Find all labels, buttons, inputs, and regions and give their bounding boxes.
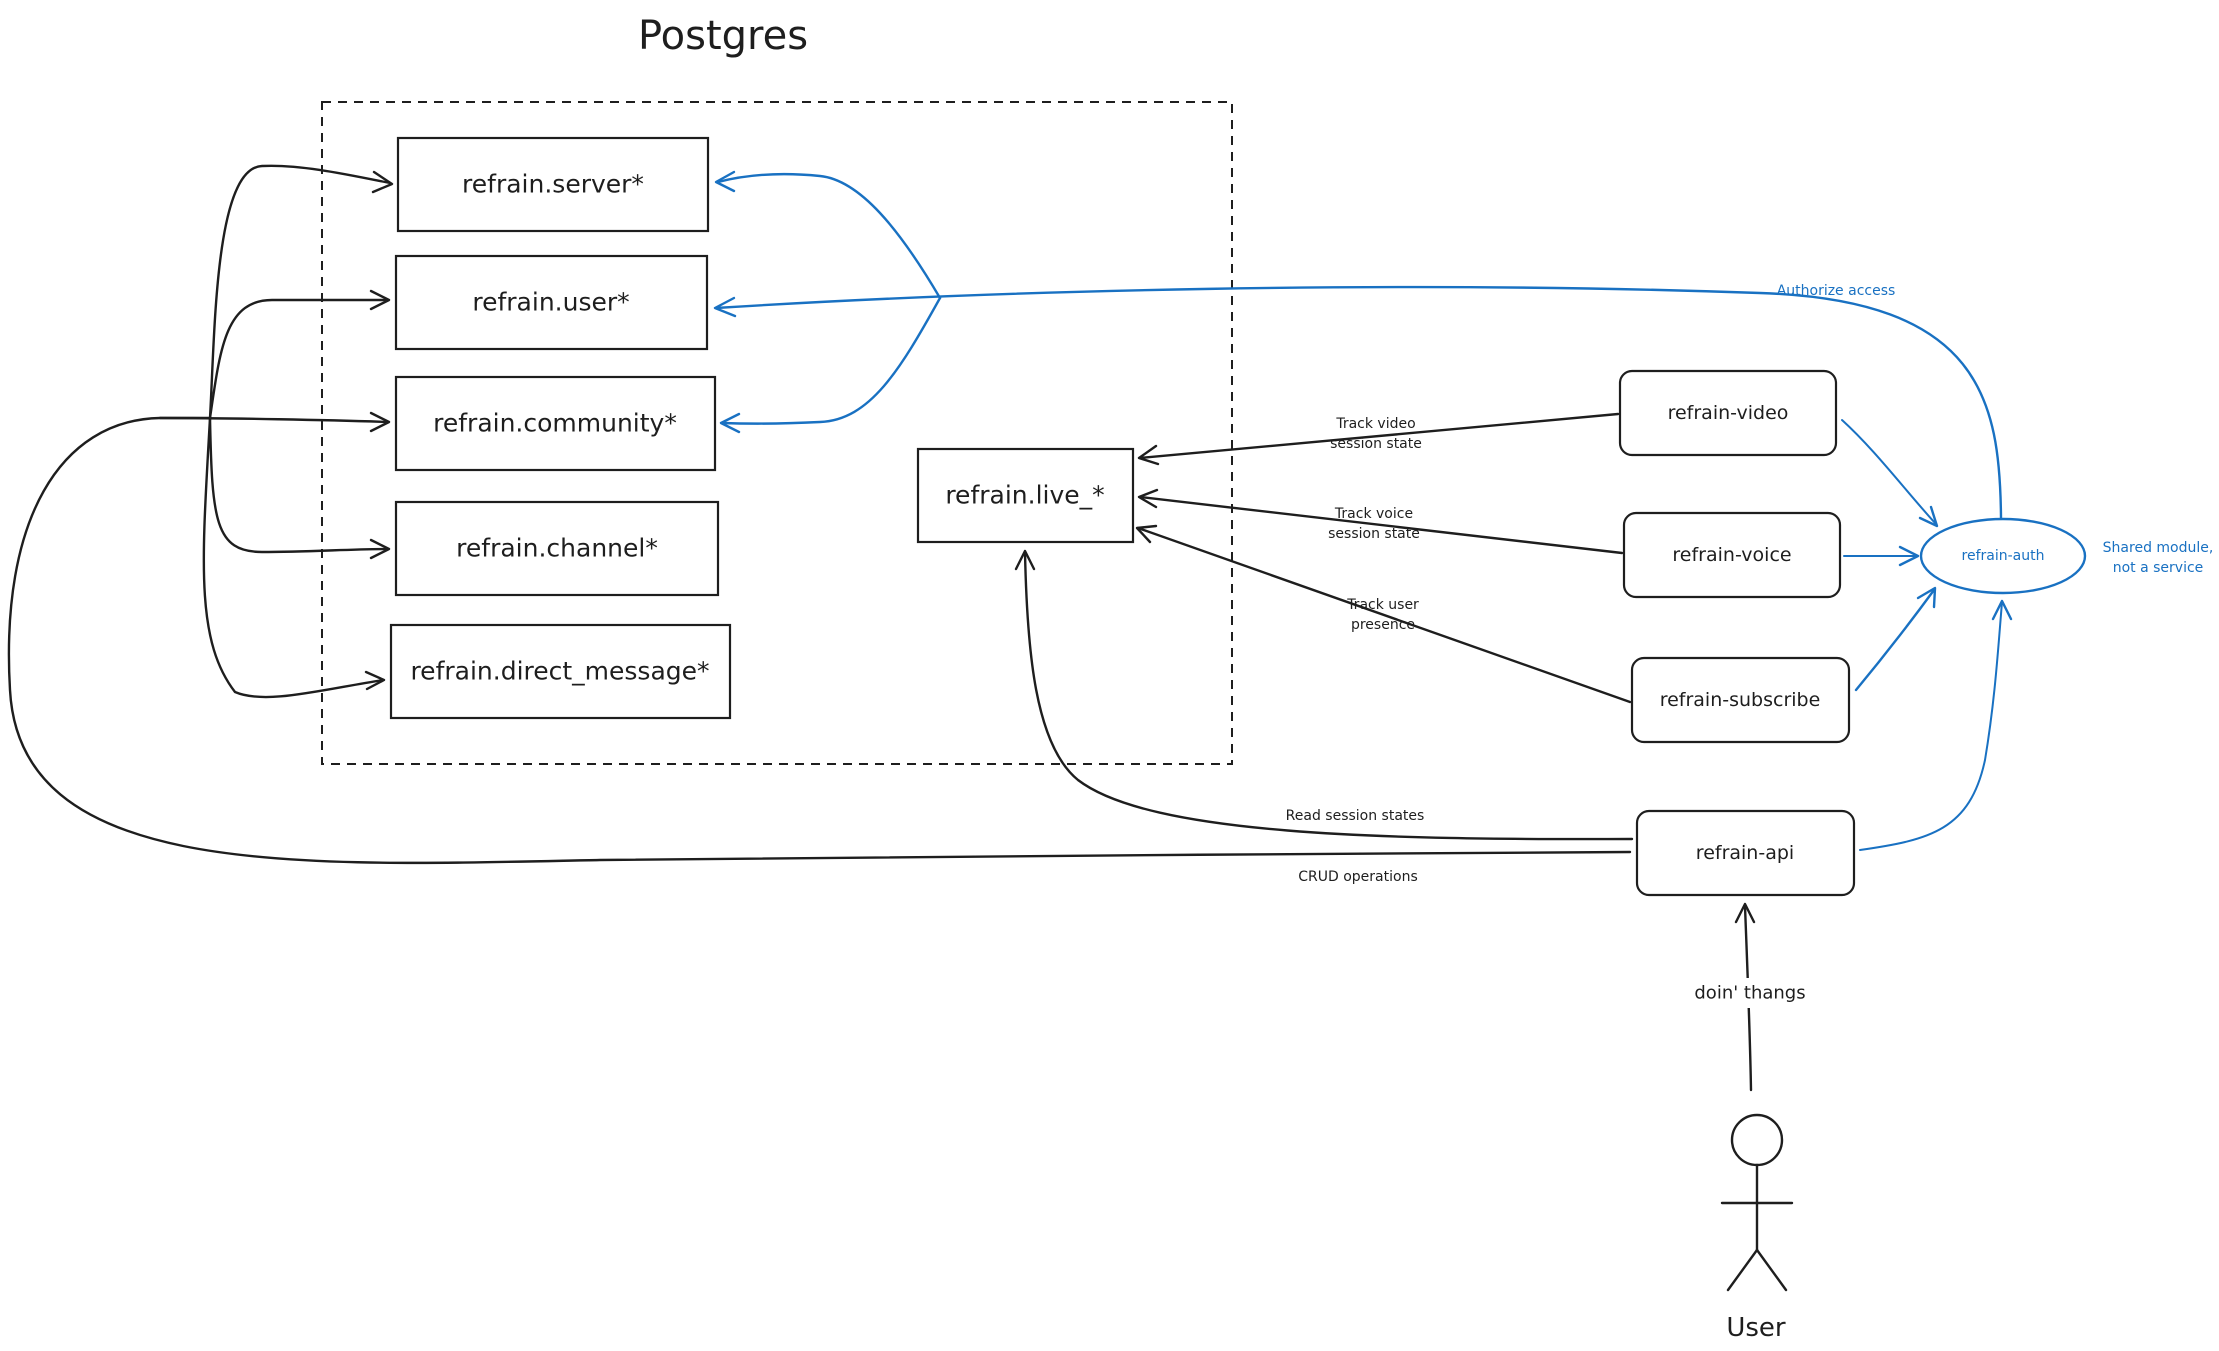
label-track-video-2: session state — [1330, 436, 1422, 452]
edge-to-channel — [208, 416, 390, 554]
arrowhead-blue-community — [719, 412, 741, 434]
arrowhead-community — [369, 411, 391, 433]
arrowhead-authorize — [713, 296, 737, 318]
edge-track-voice — [1138, 495, 1624, 555]
user-actor-label: User — [1726, 1313, 1786, 1343]
edge-to-server — [208, 164, 392, 420]
arrowhead-channel — [369, 538, 391, 560]
node-refrain-community[interactable]: refrain.community* — [394, 375, 717, 472]
node-refrain-server[interactable]: refrain.server* — [396, 136, 710, 233]
arrowhead-read-session — [1014, 549, 1036, 571]
auth-note-line-2: not a service — [2113, 560, 2204, 576]
node-refrain-auth[interactable]: refrain-auth — [1919, 517, 2087, 595]
user-actor-leg-left — [1726, 1248, 1759, 1292]
edge-blue-to-server — [716, 173, 942, 300]
edge-api-to-auth — [1859, 601, 2003, 851]
node-refrain-channel[interactable]: refrain.channel* — [394, 500, 720, 597]
label-read-session-states: Read session states — [1286, 808, 1425, 824]
arrowhead-subscribe-auth — [1916, 586, 1937, 609]
edge-read-session-states — [1023, 550, 1634, 841]
auth-note-line-1: Shared module, — [2103, 540, 2214, 556]
node-refrain-voice[interactable]: refrain-voice — [1622, 511, 1842, 599]
auth-ellipse — [1919, 517, 2087, 595]
edge-track-user — [1136, 526, 1632, 704]
postgres-title: Postgres — [638, 13, 808, 59]
arrowhead-api-auth — [1991, 599, 2013, 621]
postgres-frame — [321, 101, 1233, 765]
user-actor-leg-right — [1755, 1248, 1788, 1292]
arrowhead-server — [371, 170, 394, 194]
user-actor[interactable] — [1720, 1113, 1794, 1292]
label-track-user-2: presence — [1351, 617, 1415, 633]
blue-bracket — [714, 170, 942, 434]
node-label-refrain-user: refrain.user* — [472, 288, 629, 317]
node-refrain-live[interactable]: refrain.live_* — [916, 447, 1135, 544]
arrowhead-blue-server — [714, 170, 736, 193]
node-label-refrain-auth: refrain-auth — [1962, 548, 2045, 564]
node-label-refrain-api: refrain-api — [1696, 842, 1794, 864]
edge-video-to-auth — [1841, 419, 1936, 524]
arrowhead-video-auth — [1918, 505, 1939, 528]
label-track-video-1: Track video — [1335, 416, 1415, 432]
arrowhead-direct-message — [364, 670, 386, 691]
node-refrain-api[interactable]: refrain-api — [1635, 809, 1856, 897]
arrowhead-voice-auth — [1898, 545, 1920, 567]
arrowhead-track-video — [1137, 444, 1160, 466]
node-label-refrain-direct-message: refrain.direct_message* — [410, 657, 709, 686]
node-label-refrain-subscribe: refrain-subscribe — [1660, 689, 1821, 711]
user-actor-head — [1730, 1113, 1784, 1167]
edge-track-video — [1138, 412, 1620, 460]
node-refrain-subscribe[interactable]: refrain-subscribe — [1630, 656, 1851, 744]
edge-blue-to-community — [720, 296, 942, 425]
label-track-voice-2: session state — [1328, 526, 1420, 542]
edge-to-direct-message — [202, 416, 385, 699]
label-crud-operations: CRUD operations — [1298, 869, 1418, 885]
arrowhead-doin-thangs — [1734, 902, 1756, 924]
node-label-refrain-live: refrain.live_* — [945, 481, 1104, 510]
label-track-voice-1: Track voice — [1334, 506, 1413, 522]
label-doin-thangs: doin' thangs — [1694, 983, 1805, 1004]
node-refrain-direct-message[interactable]: refrain.direct_message* — [389, 623, 732, 720]
edge-to-user — [208, 298, 390, 420]
label-authorize-access: Authorize access — [1777, 283, 1896, 299]
arrowhead-user — [369, 289, 391, 311]
node-label-refrain-community: refrain.community* — [433, 409, 677, 438]
node-label-refrain-server: refrain.server* — [462, 170, 644, 199]
label-bg-doin — [1680, 978, 1820, 1008]
arrowhead-track-voice — [1137, 488, 1159, 509]
label-track-user-1: Track user — [1346, 597, 1419, 613]
fan-edges — [158, 164, 394, 699]
edge-authorize-access — [714, 285, 2003, 520]
postgres-group: Postgres — [321, 13, 1233, 765]
node-label-refrain-voice: refrain-voice — [1672, 544, 1791, 566]
node-label-refrain-video: refrain-video — [1668, 402, 1789, 424]
edge-subscribe-to-auth — [1854, 588, 1936, 692]
node-label-refrain-channel: refrain.channel* — [456, 534, 658, 563]
arrowhead-track-user — [1135, 524, 1158, 544]
edge-crud-operations — [7, 416, 1632, 865]
node-refrain-video[interactable]: refrain-video — [1618, 369, 1838, 457]
node-refrain-user[interactable]: refrain.user* — [394, 254, 709, 351]
